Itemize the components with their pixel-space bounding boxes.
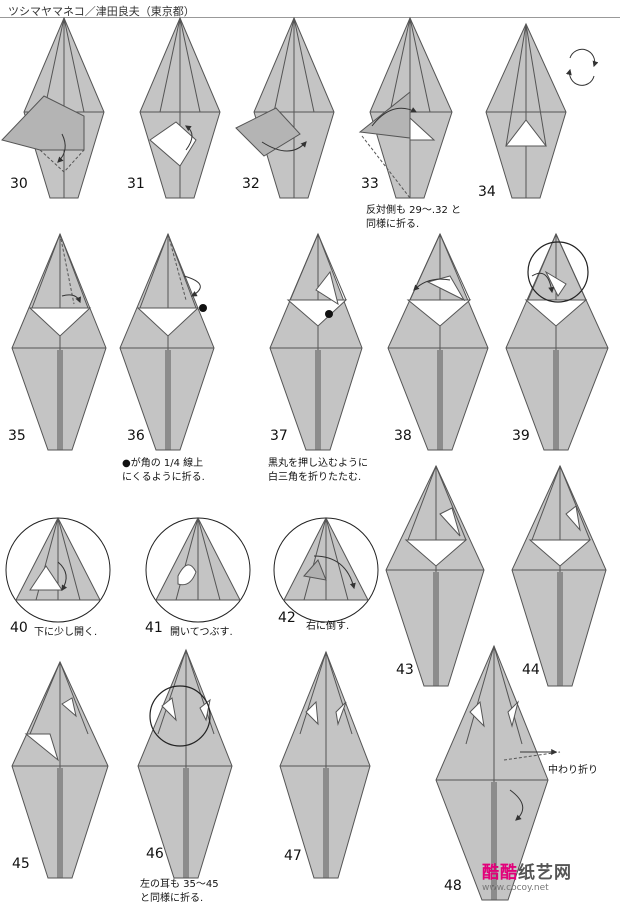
step-45-figure: [11, 660, 109, 879]
step-47-figure: [279, 650, 371, 879]
site-watermark: 酷酷纸艺网 www.cocoy.net: [482, 858, 572, 893]
watermark-brand-a: 酷酷: [482, 863, 518, 883]
step-number: 36: [127, 428, 145, 444]
watermark-url: www.cocoy.net: [482, 883, 549, 893]
step-31-figure: [139, 16, 221, 199]
watermark-brand-b: 纸艺网: [518, 863, 572, 883]
step-number: 40: [10, 620, 28, 636]
step-number: 42: [278, 610, 296, 626]
step-number: 31: [127, 176, 145, 192]
step-46-figure: [137, 648, 233, 879]
step-number: 48: [444, 878, 462, 894]
page-title: ツシマヤマネコ／津田良夫（東京都）: [8, 5, 195, 18]
step-37-figure: [269, 232, 363, 451]
step-number: 30: [10, 176, 28, 192]
step-number: 41: [145, 620, 163, 636]
flip-over-icon: [565, 48, 599, 86]
step-38-figure: [387, 232, 489, 451]
step-48-figure: [435, 644, 561, 901]
step-number: 38: [394, 428, 412, 444]
step-35-figure: [11, 232, 107, 451]
step-32-figure: [235, 16, 335, 199]
step-33-note: 反対側も 29～.32 と同様に折る.: [366, 205, 461, 230]
step-number: 37: [270, 428, 288, 444]
step-36-note: ●が角の 1/4 線上にくるように折る.: [122, 458, 205, 483]
step-42-note: 右に倒す.: [306, 621, 350, 632]
header-divider: [0, 17, 620, 18]
step-39-figure: [505, 232, 609, 451]
step-37-note: 黒丸を押し込むように白三角を折りたたむ.: [268, 458, 368, 483]
step-number: 34: [478, 184, 496, 200]
step-number: 44: [522, 662, 540, 678]
step-41-figure: [145, 516, 251, 623]
step-40-figure: [5, 516, 111, 623]
step-34-figure: [485, 22, 567, 199]
step-48-note: 中わり折り: [548, 765, 598, 776]
step-number: 43: [396, 662, 414, 678]
step-number: 39: [512, 428, 530, 444]
step-number: 46: [146, 846, 164, 862]
step-number: 47: [284, 848, 302, 864]
step-40-note: 下に少し開く.: [34, 627, 98, 638]
step-number: 33: [361, 176, 379, 192]
step-42-figure: [273, 516, 379, 623]
step-number: 32: [242, 176, 260, 192]
step-30-figure: [1, 16, 105, 199]
step-36-figure: [119, 232, 215, 451]
step-number: 35: [8, 428, 26, 444]
step-44-figure: [511, 464, 607, 687]
step-43-figure: [385, 464, 485, 687]
step-33-figure: [358, 16, 453, 199]
step-41-note: 開いてつぶす.: [170, 627, 233, 638]
step-number: 45: [12, 856, 30, 872]
